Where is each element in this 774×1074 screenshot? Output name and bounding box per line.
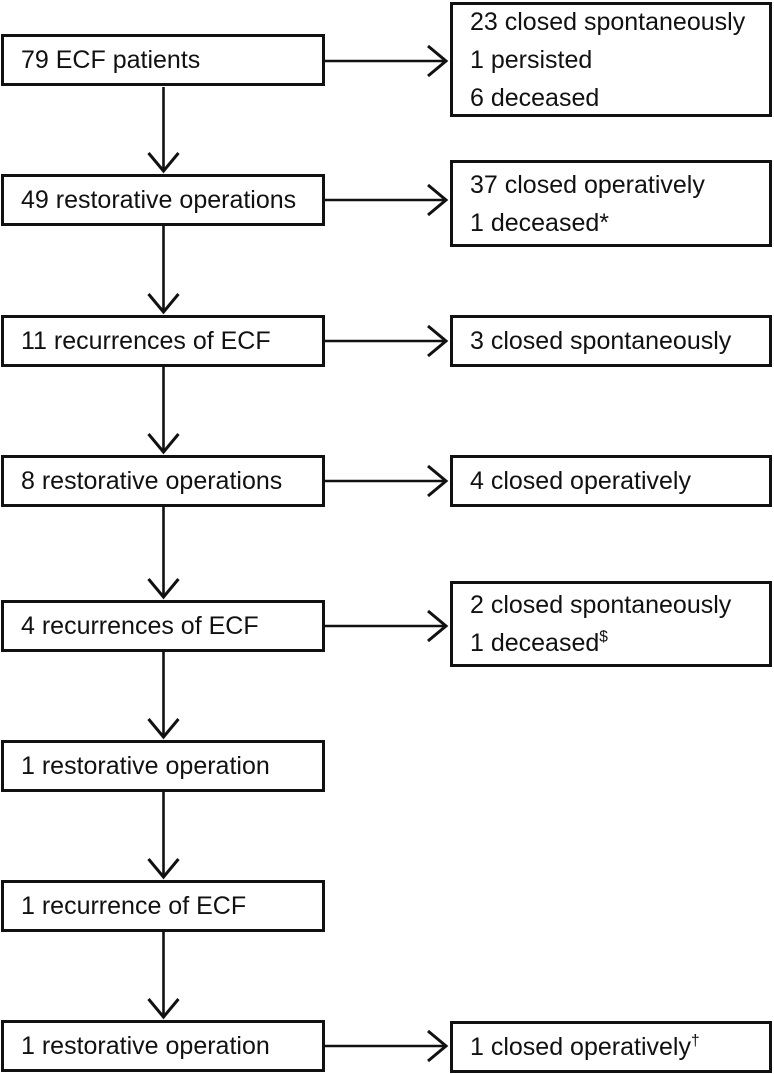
outcome-line: 1 persisted — [470, 45, 593, 74]
box-label: 1 restorative operation — [21, 752, 270, 780]
outcome-line: 3 closed spontaneously — [470, 327, 732, 355]
outcome-line: 23 closed spontaneously — [470, 7, 746, 36]
box-label: 49 restorative operations — [21, 186, 297, 214]
box-label: 11 recurrences of ECF — [21, 327, 271, 355]
box-label: 1 recurrence of ECF — [21, 892, 247, 920]
flow-box-restorative-operations-2: 8 restorative operations — [1, 455, 325, 507]
flow-box-restorative-operations-1: 49 restorative operations — [1, 174, 325, 226]
box-label: 79 ECF patients — [21, 46, 201, 74]
outcome-line: 37 closed operatively — [470, 170, 705, 199]
flow-box-restorative-operation-3: 1 restorative operation — [1, 740, 325, 792]
box-label: 8 restorative operations — [21, 467, 283, 495]
footnote-mark-dollar: $ — [599, 628, 608, 646]
outcome-box-3: 3 closed spontaneously — [450, 315, 772, 367]
outcome-line: 4 closed operatively — [470, 467, 691, 495]
flow-box-recurrence-3: 1 recurrence of ECF — [1, 880, 325, 932]
outcome-line: 1 closed operatively† — [470, 1028, 763, 1066]
outcome-box-6: 1 closed operatively† — [450, 1021, 772, 1073]
flow-box-restorative-operation-4: 1 restorative operation — [1, 1020, 325, 1072]
outcome-text: 1 closed operatively — [470, 1033, 691, 1061]
outcome-text: 1 deceased — [470, 629, 600, 657]
outcome-line: 6 deceased — [470, 83, 600, 112]
box-label: 1 restorative operation — [21, 1032, 270, 1060]
outcome-box-2: 37 closed operatively 1 deceased* — [450, 160, 772, 247]
flow-box-ecf-patients: 79 ECF patients — [1, 34, 325, 86]
flow-box-recurrences-2: 4 recurrences of ECF — [1, 600, 325, 652]
outcome-box-1: 23 closed spontaneously 1 persisted 6 de… — [450, 2, 772, 117]
flow-box-recurrences-1: 11 recurrences of ECF — [1, 315, 325, 367]
outcome-box-5: 2 closed spontaneously 1 deceased$ — [450, 581, 772, 667]
box-label: 4 recurrences of ECF — [21, 612, 259, 640]
outcome-box-4: 4 closed operatively — [450, 455, 772, 507]
outcome-line: 1 deceased$ — [470, 624, 763, 662]
outcome-line: 1 deceased* — [470, 208, 610, 237]
outcome-line: 2 closed spontaneously — [470, 591, 732, 619]
footnote-mark-dagger: † — [690, 1032, 700, 1050]
